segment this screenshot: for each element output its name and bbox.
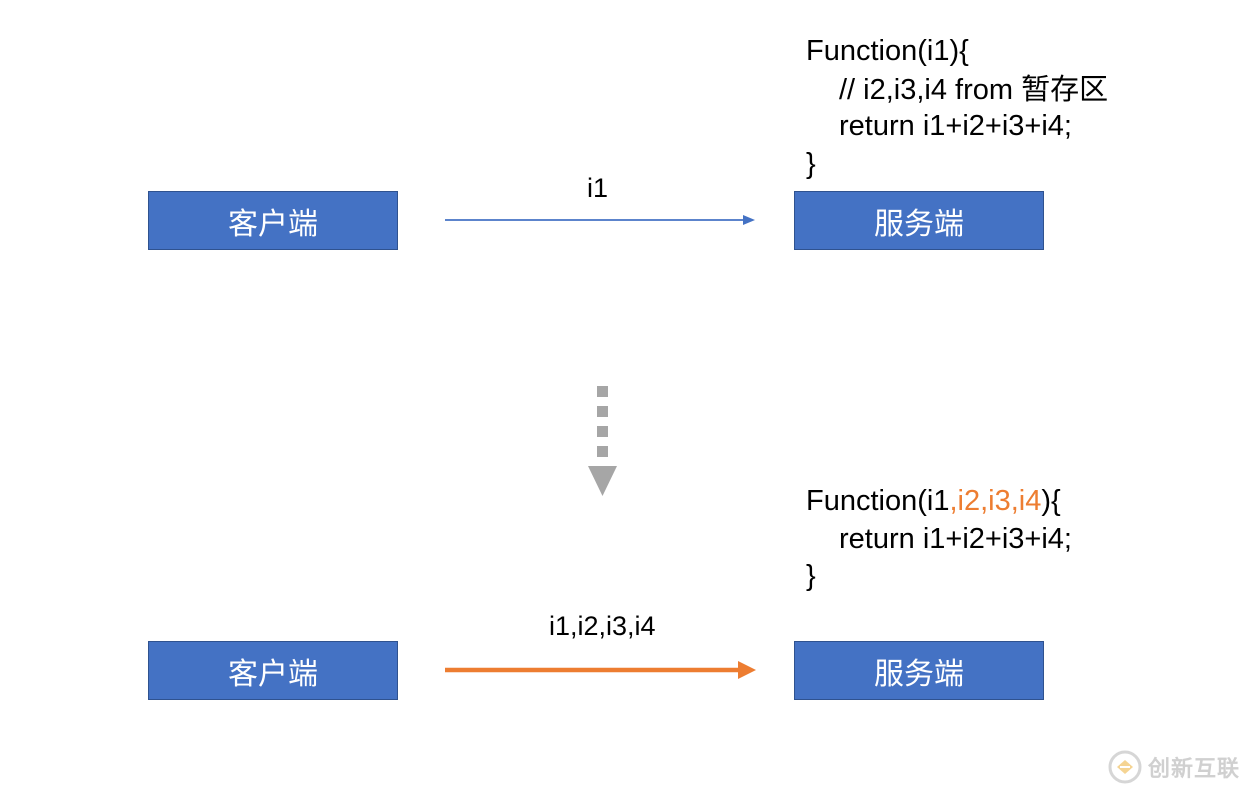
bottom-arrow-label: i1,i2,i3,i4 <box>549 611 656 641</box>
client-label: 客户端 <box>228 656 318 692</box>
code-signature-line: Function(i1,i2,i3,i4){ <box>806 483 1072 521</box>
client-box-top: 客户端 <box>148 191 398 250</box>
code-line: } <box>806 560 816 592</box>
code-comment-line: // i2,i3,i4 from 暂存区 <box>806 71 1108 109</box>
code-line: } <box>806 147 816 180</box>
signature-head: Function(i1 <box>806 485 950 517</box>
client-box-bottom: 客户端 <box>148 641 398 700</box>
server-box-top: 服务端 <box>794 191 1044 250</box>
logo-text: 创新互联 <box>1148 757 1241 782</box>
server-label: 服务端 <box>874 656 964 692</box>
top-request-arrow <box>445 215 755 225</box>
signature-tail: ){ <box>1041 485 1061 517</box>
transition-down-arrow <box>588 386 617 496</box>
code-line: return i1+i2+i3+i4; <box>839 110 1072 142</box>
watermark-logo: 创新互联 <box>1108 750 1240 784</box>
signature-highlight-params: ,i2,i3,i4 <box>949 485 1042 517</box>
bottom-function-code: Function(i1,i2,i3,i4){ return i1+i2+i3+i… <box>806 483 1072 596</box>
code-line: return i1+i2+i3+i4; <box>839 522 1072 555</box>
top-function-code: Function(i1){ // i2,i3,i4 from 暂存区 retur… <box>806 33 1108 183</box>
server-box-bottom: 服务端 <box>794 641 1044 700</box>
comment-text: // i2,i3,i4 from <box>839 73 1022 106</box>
comment-cjk-text: 暂存区 <box>1021 71 1109 106</box>
code-line: Function(i1){ <box>806 35 969 67</box>
bottom-request-arrow <box>445 661 756 679</box>
client-label: 客户端 <box>228 206 318 242</box>
server-label: 服务端 <box>874 206 964 242</box>
logo-icon <box>1108 750 1142 784</box>
top-arrow-label: i1 <box>587 173 609 203</box>
